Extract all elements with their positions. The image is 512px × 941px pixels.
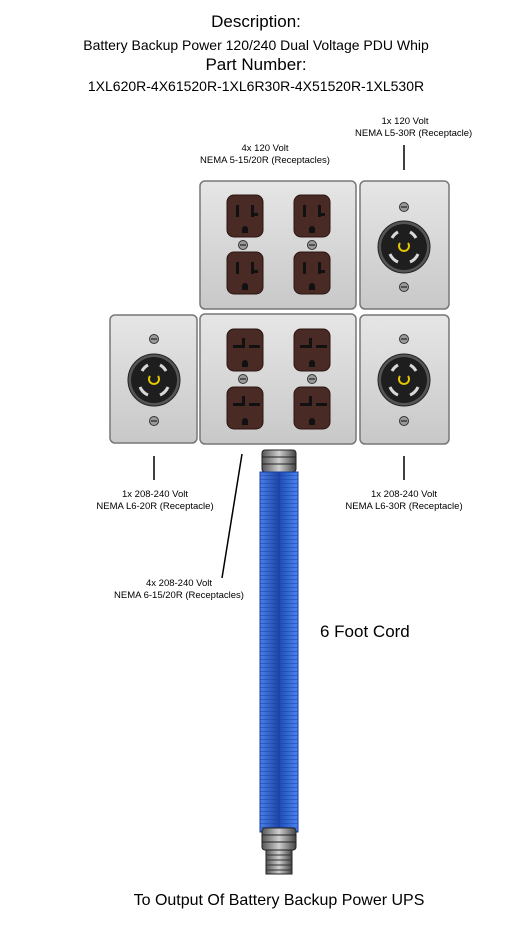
description-text: Battery Backup Power 120/240 Dual Voltag… (83, 37, 429, 53)
label-6-15r-line1: 4x 208-240 Volt (145, 578, 213, 589)
receptacle-5-15r-4 (293, 251, 331, 295)
label-l6-30r-line1: 1x 208-240 Volt (370, 489, 438, 500)
receptacle-5-15r-2 (293, 194, 331, 238)
receptacle-l5-30r (376, 219, 432, 275)
receptacle-5-15r-1 (226, 194, 264, 238)
label-l5-30r-line2: NEMA L5-30R (Receptacle) (355, 128, 473, 139)
power-cord (259, 449, 299, 875)
cord-label: 6 Foot Cord (320, 622, 410, 641)
label-l6-20r-line1: 1x 208-240 Volt (121, 489, 189, 500)
receptacle-l6-30r (376, 352, 432, 408)
box-l6-20r (109, 314, 198, 444)
label-6-15r-line2: NEMA 6-15/20R (Receptacles) (114, 590, 244, 601)
part-number: 1XL620R-4X61520R-1XL6R30R-4X51520R-1XL53… (87, 78, 425, 94)
receptacle-5-15r-3 (226, 251, 264, 295)
receptacle-6-15r-4 (293, 386, 331, 430)
label-6-15r: 4x 208-240 Volt NEMA 6-15/20R (Receptacl… (104, 578, 254, 602)
part-heading: Part Number: (205, 55, 307, 74)
label-5-15r-line1: 4x 120 Volt (241, 143, 289, 154)
receptacle-6-15r-1 (226, 328, 264, 372)
box-5-15r (199, 180, 357, 310)
label-5-15r-line2: NEMA 5-15/20R (Receptacles) (200, 155, 330, 166)
box-l6-30r (359, 314, 450, 445)
label-5-15r: 4x 120 Volt NEMA 5-15/20R (Receptacles) (190, 143, 340, 167)
label-l5-30r-line1: 1x 120 Volt (381, 116, 429, 127)
label-l6-20r: 1x 208-240 Volt NEMA L6-20R (Receptacle) (80, 489, 230, 513)
footer-text: To Output Of Battery Backup Power UPS (133, 892, 425, 909)
receptacle-6-15r-3 (226, 386, 264, 430)
label-l6-30r: 1x 208-240 Volt NEMA L6-30R (Receptacle) (329, 489, 479, 513)
description-heading: Description: (211, 12, 301, 31)
label-l5-30r: 1x 120 Volt NEMA L5-30R (Receptacle) (355, 116, 473, 140)
box-l5-30r (359, 180, 450, 310)
label-l6-30r-line2: NEMA L6-30R (Receptacle) (345, 501, 463, 512)
leader-6-15r (221, 453, 243, 579)
label-l6-20r-line2: NEMA L6-20R (Receptacle) (96, 501, 214, 512)
receptacle-l6-20r (126, 352, 182, 408)
receptacle-6-15r-2 (293, 328, 331, 372)
box-6-15r (199, 313, 357, 445)
